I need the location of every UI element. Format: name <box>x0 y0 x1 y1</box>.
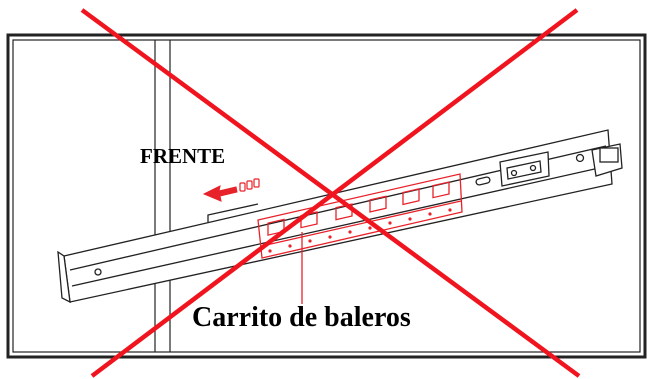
front-label: FRENTE <box>140 144 226 168</box>
cabinet-panel <box>6 33 647 359</box>
cabinet-panel-inner <box>12 39 641 353</box>
carrier-label: Carrito de baleros <box>192 302 411 333</box>
ball-bearing-carrier <box>257 173 463 304</box>
frame-post <box>154 40 171 352</box>
x-mark-icon <box>80 8 581 378</box>
drawer-slide <box>57 129 623 304</box>
direction-arrow-icon <box>202 178 260 202</box>
